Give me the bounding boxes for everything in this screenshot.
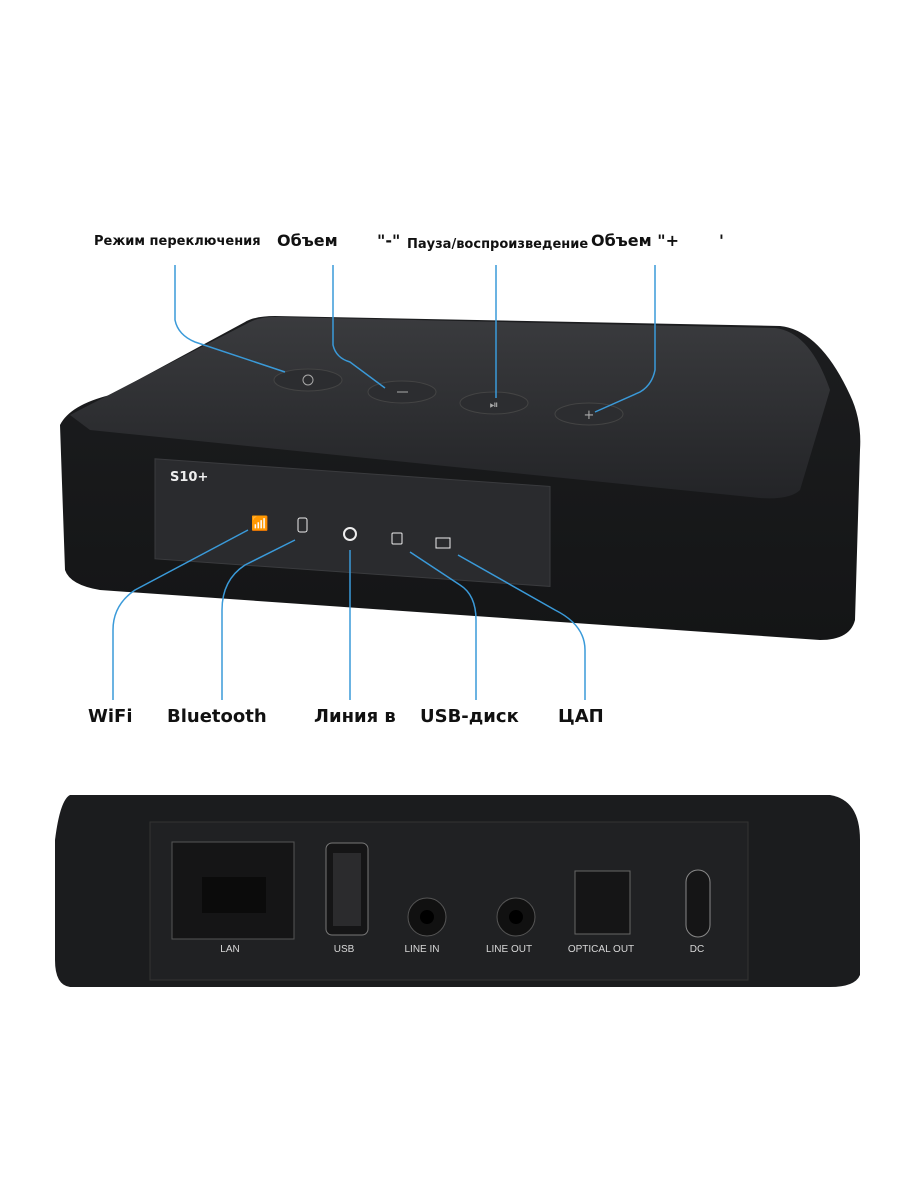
wifi-icon: 📶: [251, 515, 268, 532]
callout-volume-up: Объем "+: [591, 231, 680, 250]
callout-usb-disk: USB-диск: [420, 706, 519, 727]
port-label-lan: LAN: [220, 944, 240, 955]
port-label-line-out: LINE OUT: [485, 944, 533, 955]
device-rear-view: [55, 795, 860, 987]
callout-mode: Режим переключения: [94, 234, 261, 249]
dac-monitor-icon: [435, 537, 451, 549]
port-label-optical-out: OPTICAL OUT: [567, 944, 635, 955]
mode-button: [273, 368, 343, 392]
play-pause-button: [459, 391, 529, 415]
device-front-view: ⏯ + 📶: [60, 316, 861, 640]
power-mode-icon: [302, 374, 314, 386]
model-label: S10+: [170, 470, 209, 485]
port-label-usb: USB: [333, 944, 355, 955]
bluetooth-icon: [297, 517, 308, 533]
callout-volume-up-tail: ': [719, 231, 724, 250]
callout-line-in: Линия в: [314, 706, 396, 727]
callout-bluetooth: Bluetooth: [167, 706, 267, 727]
callout-volume-down: Объем: [277, 231, 338, 250]
callout-lines: [112, 265, 656, 700]
callout-dac: ЦАП: [558, 706, 604, 727]
dc-port: [685, 869, 711, 938]
port-label-dc: DC: [689, 944, 705, 955]
front-panel: [154, 458, 551, 587]
callout-volume-down-sign: "-": [377, 231, 401, 250]
callout-wifi: WiFi: [88, 706, 133, 727]
usb-disk-icon: [391, 532, 403, 545]
plus-icon: +: [584, 408, 595, 423]
port-label-line-in: LINE IN: [404, 944, 440, 955]
play-pause-icon: ⏯: [490, 398, 499, 411]
line-in-icon: [343, 527, 357, 541]
callout-play-pause: Пауза/воспроизведение: [407, 237, 589, 252]
optical-out-port: [574, 870, 631, 935]
volume-up-button: [554, 402, 624, 426]
device-top-surface: [70, 316, 830, 499]
